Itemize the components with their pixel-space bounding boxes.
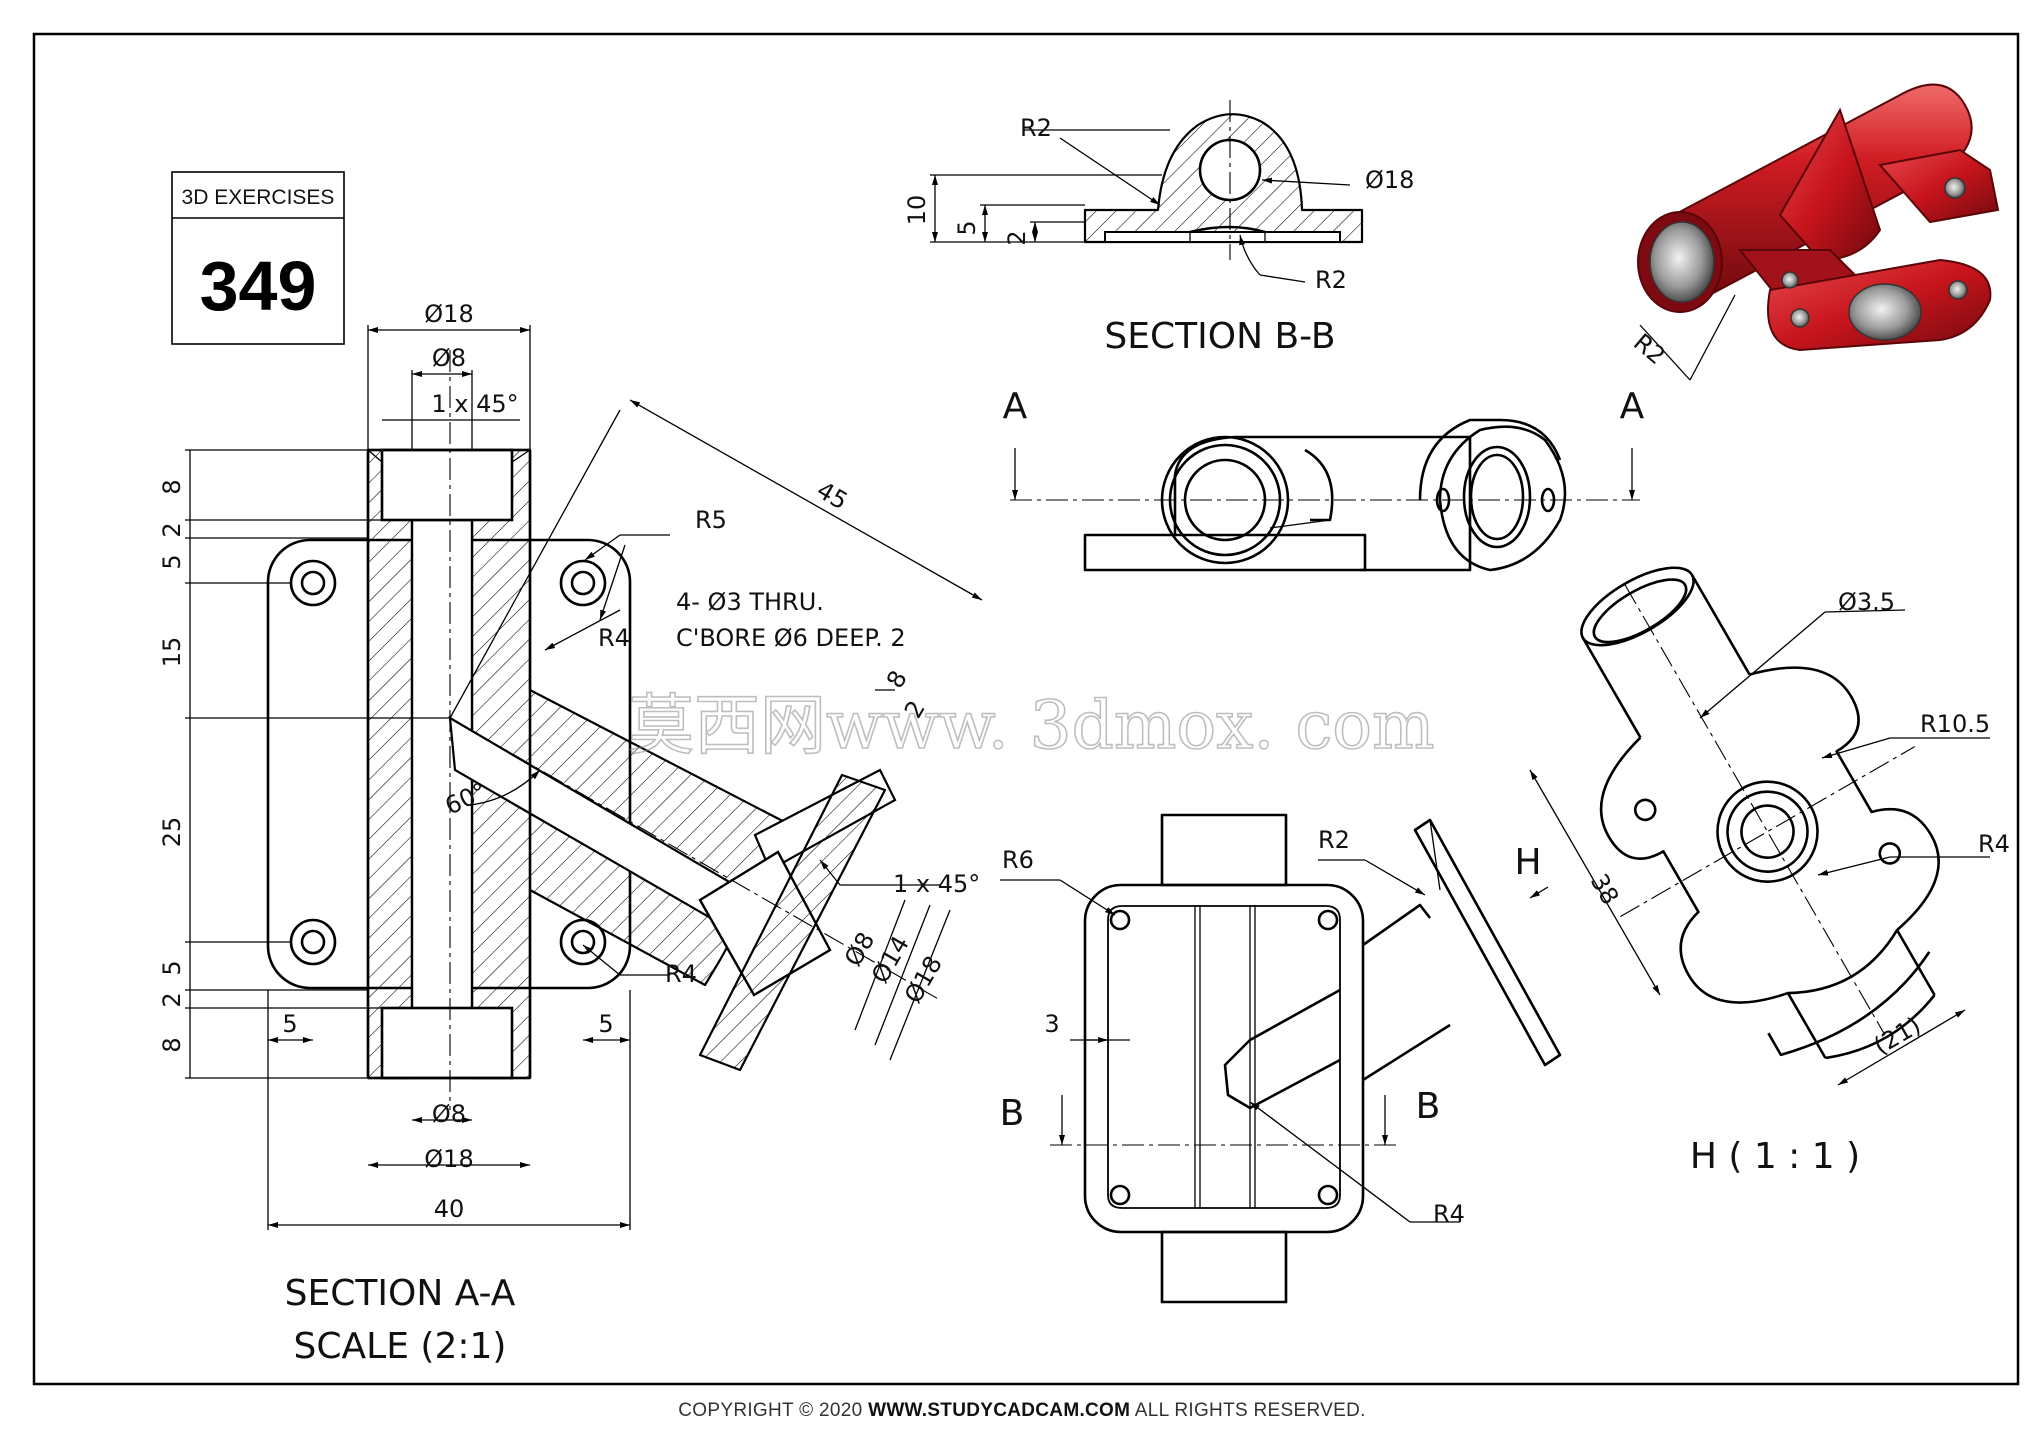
top-flange	[1413, 818, 1562, 1067]
dim-left-5-bot: 5	[158, 960, 186, 975]
dim-aux-r4: R4	[1978, 830, 2010, 858]
dim-left-8-top: 8	[158, 479, 186, 494]
dim-lines-aux	[1529, 609, 1990, 1086]
top-hole-br	[1317, 1184, 1339, 1206]
hole-note-line2: C'BORE Ø6 DEEP. 2	[676, 624, 906, 652]
exercise-badge: 3D EXERCISES 349	[171, 171, 345, 345]
dim-bb-h10: 10	[903, 195, 931, 226]
mount-hole-bl	[289, 918, 337, 966]
section-bb-view: R2 Ø18 R2 10 5 2 SECTION B-B	[903, 100, 1414, 357]
dim-top-r2: R2	[1318, 826, 1350, 854]
dim-left-2-bot: 2	[158, 992, 186, 1007]
dim-left-25: 25	[158, 817, 186, 848]
exercise-number: 349	[200, 247, 317, 325]
dim-pad-5-left: 5	[282, 1010, 297, 1038]
dim-chamfer-branch: 1 x 45°	[893, 870, 980, 898]
section-aa-title: SECTION A-A	[285, 1273, 516, 1314]
iso-flange-bore	[1848, 283, 1922, 341]
front-flange	[1438, 425, 1567, 572]
section-aa-scale: SCALE (2:1)	[294, 1326, 507, 1367]
top-hole-tl	[1109, 909, 1131, 931]
cut-a-left: A	[1003, 386, 1028, 427]
view-arrow-h: H	[1514, 842, 1541, 883]
dim-lines-bb	[930, 129, 1351, 283]
branch-flange	[698, 773, 887, 1072]
top-hole-tr	[1317, 909, 1339, 931]
dim-top-wall-3: 3	[1044, 1010, 1059, 1038]
dim-r4-lower: R4	[665, 960, 697, 988]
aux-view-h: Ø3.5 R10.5 R4 38 (21) H ( 1 : 1 )	[1529, 566, 2010, 1177]
iso-label-r2: R2	[1628, 328, 1670, 370]
dim-left-8-bot: 8	[158, 1037, 186, 1052]
bottom-counterbore	[380, 1006, 514, 1080]
front-view: A A	[1003, 386, 1645, 572]
footer-site-link[interactable]: WWW.STUDYCADCAM.COM	[868, 1400, 1131, 1421]
dim-lines-top	[1000, 859, 1549, 1223]
dim-chamfer-top: 1 x 45°	[431, 390, 518, 418]
dim-bot-dia-outer: Ø18	[424, 1145, 473, 1173]
copyright-footer: COPYRIGHT © 2020 WWW.STUDYCADCAM.COM ALL…	[0, 1400, 2044, 1422]
section-bb-title: SECTION B-B	[1104, 316, 1335, 357]
dim-r4-upper: R4	[598, 624, 630, 652]
footer-prefix: COPYRIGHT © 2020	[678, 1400, 869, 1421]
dim-aux-r105: R10.5	[1920, 710, 1990, 738]
top-counterbore	[380, 448, 514, 522]
top-base-plate	[1083, 883, 1365, 1234]
cut-a-right: A	[1620, 386, 1645, 427]
mount-hole-tr	[559, 559, 607, 607]
dim-lines-aa	[185, 325, 983, 1230]
section-aa-view: Ø18 Ø8 1 x 45° 8 2 5 15 25 5 2 8 5 5 Ø8 …	[158, 300, 983, 1367]
dim-aux-d35: Ø3.5	[1838, 588, 1895, 616]
dim-r5: R5	[695, 506, 727, 534]
mount-hole-tl	[289, 559, 337, 607]
dim-top-dia-outer: Ø18	[424, 300, 473, 328]
dim-bb-h5: 5	[953, 220, 981, 235]
iso-pipe-bore	[1649, 221, 1715, 303]
hole-note-line1: 4- Ø3 THRU.	[676, 588, 824, 616]
dim-left-15: 15	[158, 637, 186, 668]
top-hole-bl	[1109, 1184, 1131, 1206]
dim-bot-dia-inner: Ø8	[432, 1100, 466, 1128]
dim-aux-len-21: (21)	[1869, 1011, 1926, 1060]
aux-pipe-end	[1580, 566, 1695, 647]
aux-view-title: H ( 1 : 1 )	[1690, 1136, 1860, 1177]
dim-left-5-top: 5	[158, 554, 186, 569]
dim-bb-dia18: Ø18	[1365, 166, 1414, 194]
dim-left-2-top: 2	[158, 522, 186, 537]
top-view: B B R6 R2 R4 3 H	[1000, 813, 1562, 1304]
aux-hole-lower	[1878, 842, 1902, 865]
aux-hole-upper	[1633, 798, 1657, 822]
dim-top-r6: R6	[1002, 846, 1034, 874]
dim-width-40: 40	[434, 1195, 465, 1223]
cut-b-left: B	[1000, 1093, 1025, 1134]
iso-render: R2	[1628, 83, 2000, 381]
dim-top-r4: R4	[1433, 1200, 1465, 1228]
badge-title: 3D EXERCISES	[182, 186, 335, 209]
watermark: 莫西网www. 3dmox. com	[628, 687, 1435, 764]
sheet-border	[32, 32, 2020, 1386]
dim-bb-h2: 2	[1003, 230, 1031, 245]
dim-bb-r2-top: R2	[1020, 114, 1052, 142]
aux-flange-outer	[1716, 780, 1819, 883]
footer-suffix: ALL RIGHTS RESERVED.	[1130, 1400, 1366, 1421]
dim-len-45: 45	[812, 476, 852, 516]
pipe-wall-left	[366, 448, 414, 1080]
cut-b-right: B	[1416, 1086, 1441, 1127]
dim-pad-5-right: 5	[598, 1010, 613, 1038]
dim-top-dia-inner: Ø8	[432, 344, 466, 372]
dim-bb-r2-bottom: R2	[1315, 266, 1347, 294]
